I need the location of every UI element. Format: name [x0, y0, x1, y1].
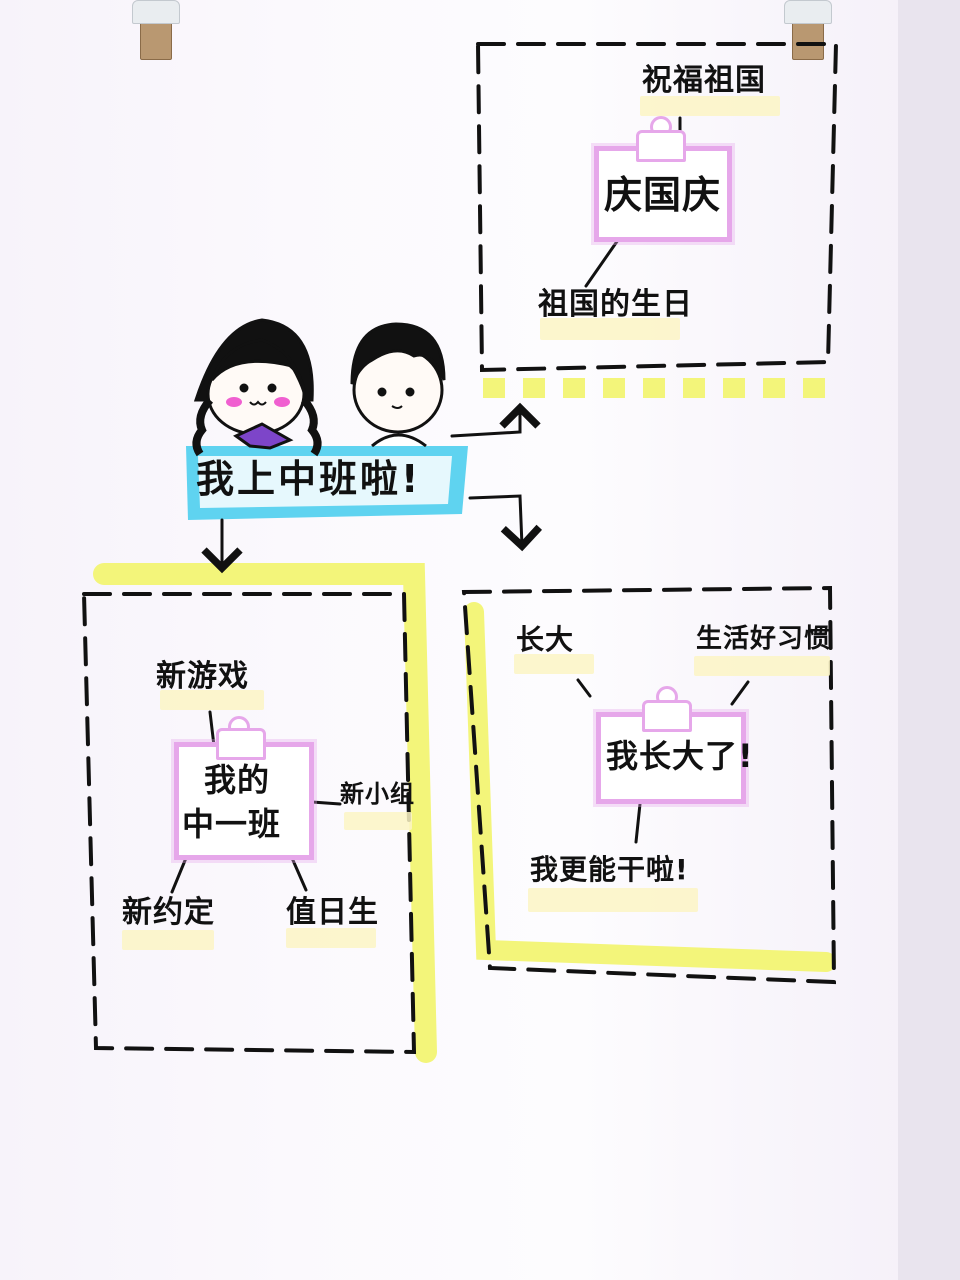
connector-lines — [170, 116, 750, 894]
label-new-games: 新游戏 — [156, 659, 249, 694]
clipboard-icon — [636, 130, 686, 162]
label-good-habits: 生活好习惯 — [696, 624, 832, 654]
label-grow-up: 长大 — [516, 623, 575, 656]
label-tape — [640, 96, 780, 116]
yellow-highlight-strokes — [93, 563, 836, 1063]
label-tape — [540, 318, 680, 340]
page-title: 我上中班啦! — [196, 457, 422, 501]
label-new-group: 新小组 — [340, 780, 415, 808]
node-label-growing-up: 我长大了! — [606, 737, 754, 775]
label-duty-student: 值日生 — [286, 895, 379, 930]
clipboard-icon — [642, 700, 692, 732]
node-label-my-class-line1: 我的 — [204, 761, 271, 799]
label-tape — [528, 888, 698, 912]
label-tape — [160, 690, 264, 710]
label-more-capable: 我更能干啦! — [530, 853, 689, 886]
title-banner — [186, 446, 468, 520]
clipboard-node-my-class — [174, 742, 314, 860]
arrow-icon — [201, 402, 543, 574]
yellow-dashes — [483, 378, 825, 398]
label-new-agreement: 新约定 — [122, 895, 215, 930]
label-tape — [122, 930, 214, 950]
label-tape — [286, 928, 376, 948]
label-motherland-birthday: 祖国的生日 — [538, 287, 693, 322]
label-tape — [514, 654, 594, 674]
clipboard-icon — [216, 728, 266, 760]
boy-illustration — [350, 322, 446, 448]
label-tape — [344, 812, 412, 830]
dashed-frames — [81, 42, 839, 1055]
node-label-national-day: 庆国庆 — [604, 173, 722, 217]
label-tape — [694, 656, 830, 676]
girl-illustration — [192, 318, 322, 457]
label-bless-motherland: 祝福祖国 — [642, 63, 766, 98]
paper-edge — [898, 0, 960, 1280]
node-label-my-class-line2: 中一班 — [182, 805, 282, 843]
